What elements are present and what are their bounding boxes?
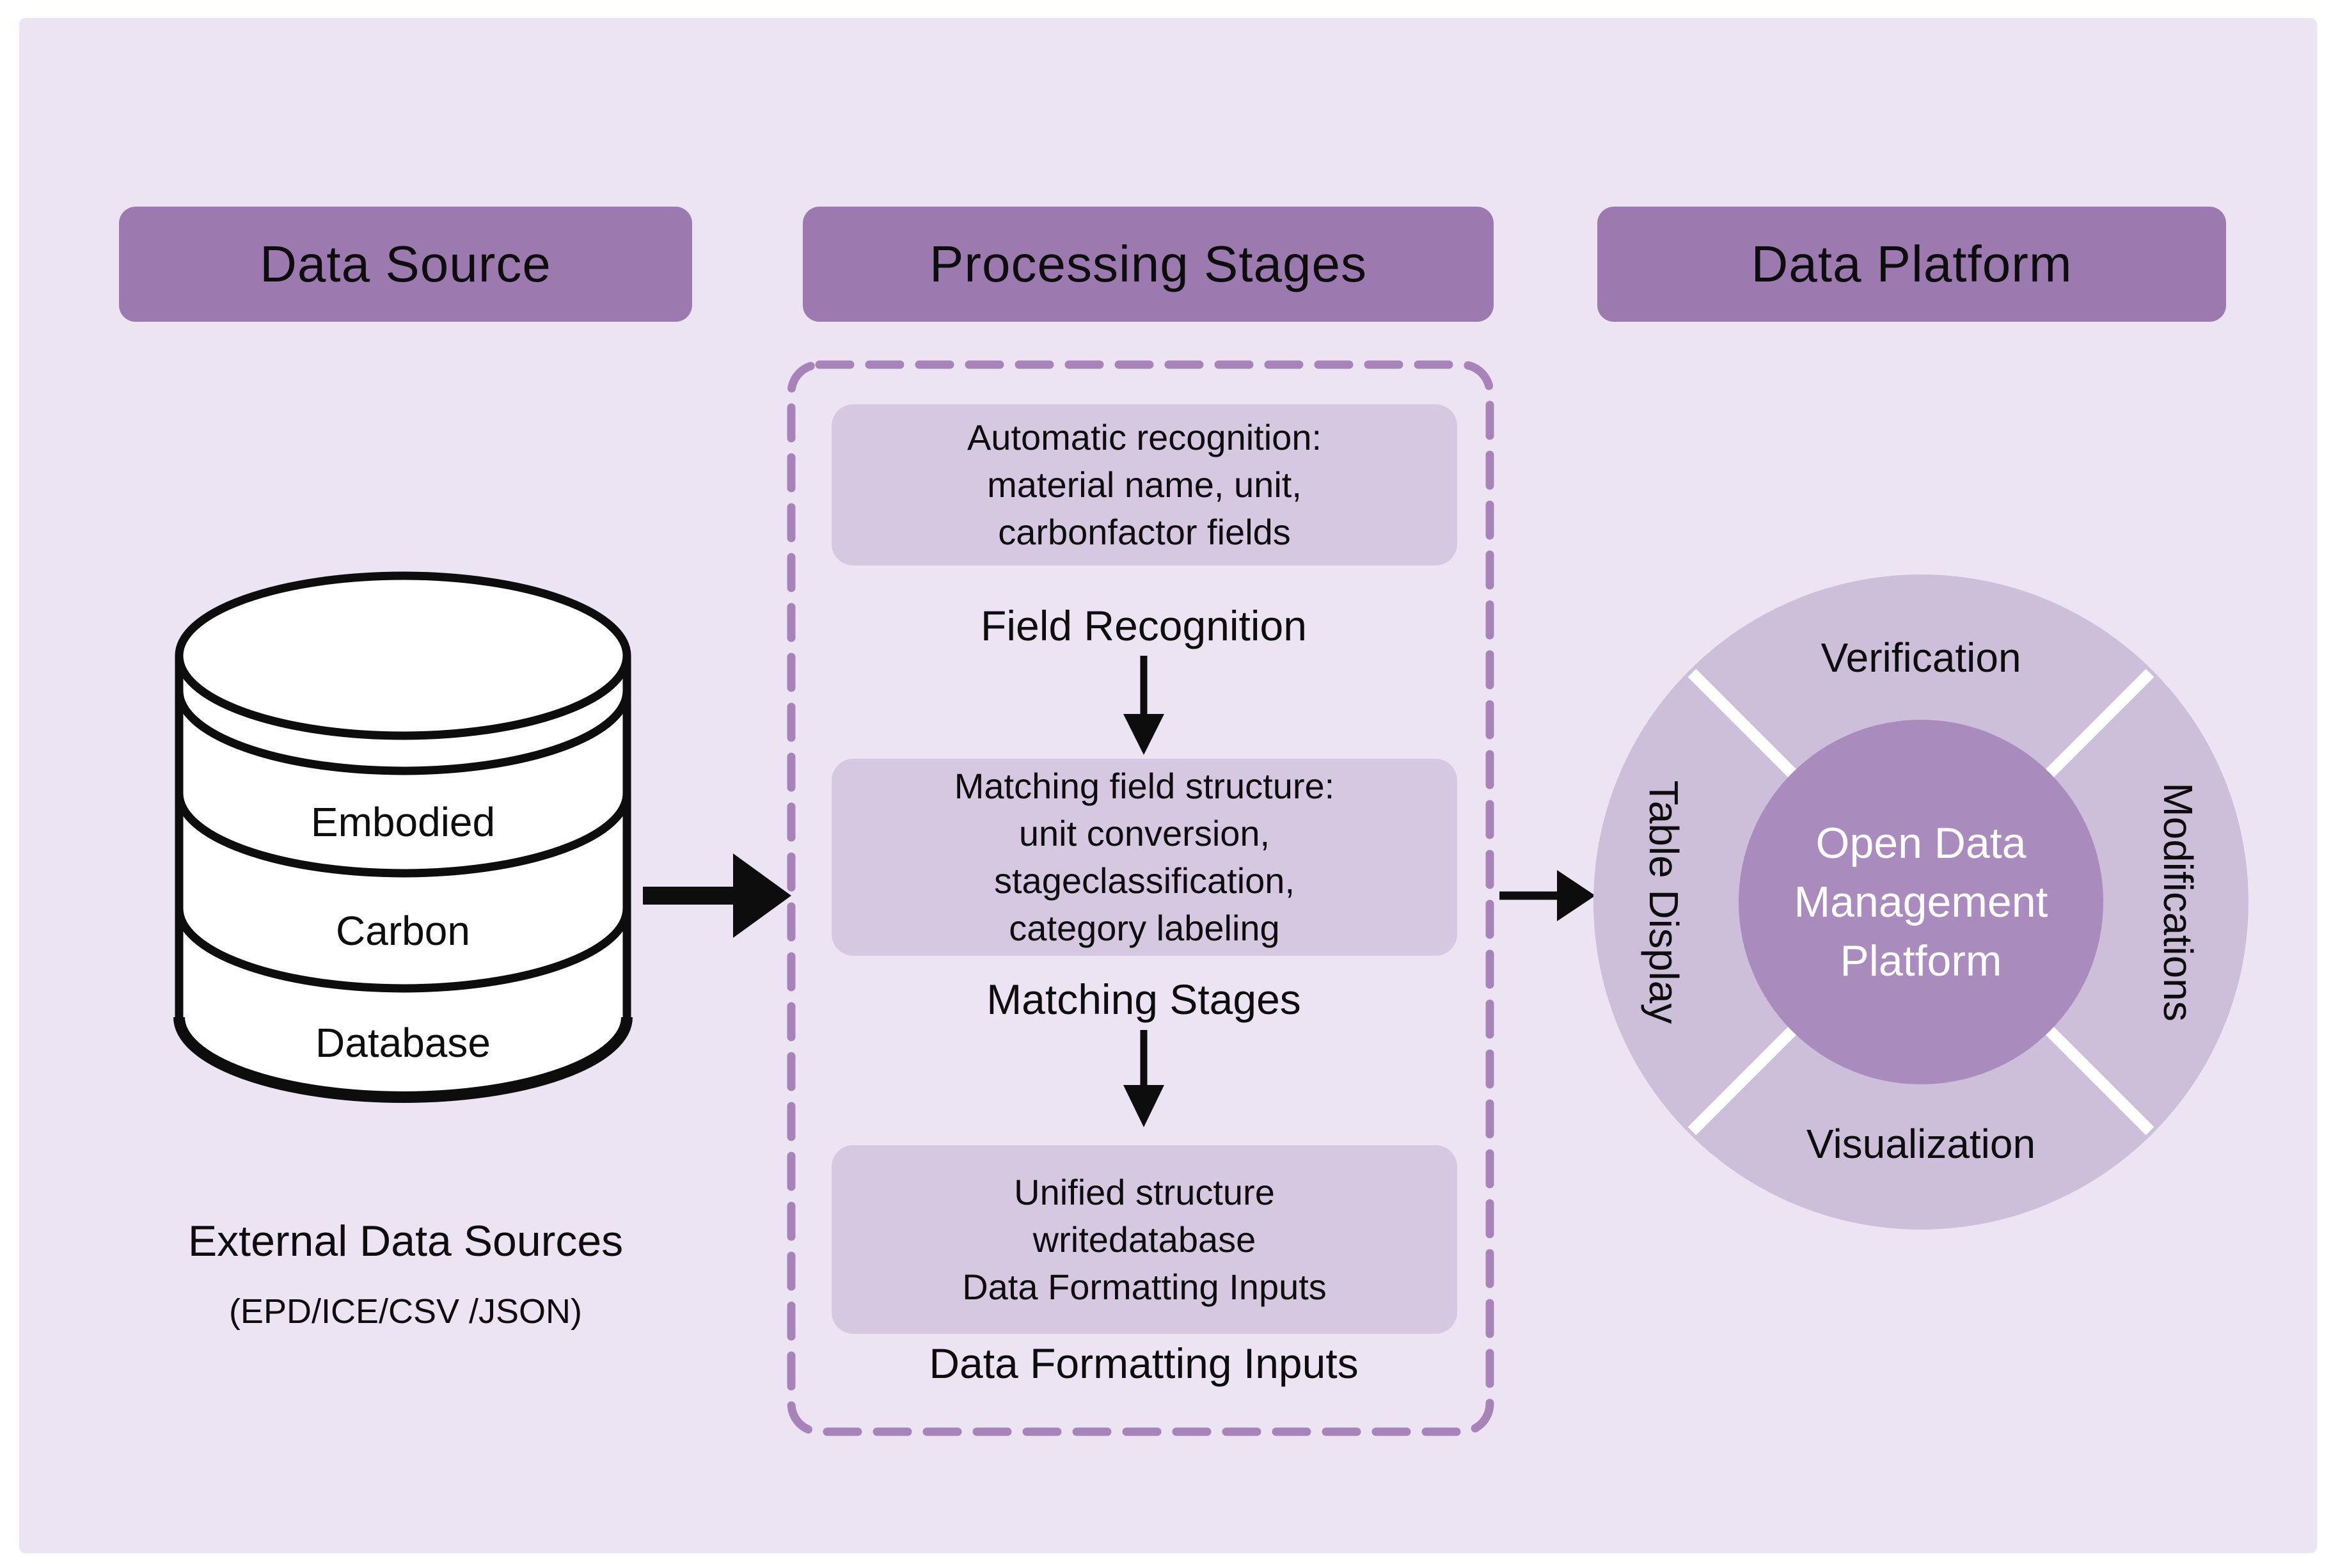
stage-label-field-recognition: Field Recognition [981, 602, 1307, 649]
ring-segment-label-right: Modifications [2155, 782, 2201, 1022]
stage-label-matching-stages: Matching Stages [986, 976, 1301, 1023]
database-cylinder-icon: Embodied Carbon Database [173, 571, 633, 1103]
stage-box-field-recognition: Automatic recognition: material name, un… [832, 404, 1457, 566]
header-data-source-label: Data Source [260, 235, 551, 292]
stage-box-line: writedatabase [1032, 1219, 1256, 1260]
platform-ring: Verification Modifications Visualization… [1593, 574, 2248, 1230]
processing-dashed-container [787, 360, 1494, 1436]
platform-center-label: Platform [1840, 937, 2002, 985]
cylinder-rim-arc [175, 690, 631, 775]
ring-divider [1687, 669, 1804, 785]
stage-box-data-formatting: Unified structure writedatabase Data For… [832, 1145, 1457, 1334]
platform-center-circle [1739, 720, 2103, 1084]
ring-segment-label-left: Table Display [1641, 780, 1687, 1024]
ring-divider [2038, 1019, 2154, 1136]
external-sources-caption-title: External Data Sources [187, 1217, 624, 1265]
stage-box-line: Matching field structure: [954, 766, 1335, 806]
stage-box-matching-stages: Matching field structure: unit conversio… [832, 759, 1457, 956]
stage-box-line: stageclassification, [993, 860, 1295, 901]
stage-box-line: Unified structure [1014, 1171, 1275, 1212]
ring-divider [1687, 1019, 1804, 1136]
stage-box-line: carbonfactor fields [998, 512, 1291, 552]
platform-center-label: Open Data [1816, 819, 2027, 867]
stage-label-data-formatting: Data Formatting Inputs [929, 1340, 1359, 1387]
platform-center-label: Management [1794, 878, 2048, 926]
stage-box-line: Data Formatting Inputs [962, 1266, 1327, 1307]
ring-segment-label-bottom: Visualization [1806, 1121, 2035, 1167]
stage-box-line: Automatic recognition: [967, 417, 1322, 457]
cylinder-top-ellipse [175, 571, 631, 740]
stage-box-line: category labeling [1009, 908, 1280, 948]
stage-box-line: material name, unit, [987, 464, 1302, 505]
cylinder-segment-label: Carbon [336, 908, 470, 954]
flow-arrow-processing-to-platform-icon [1499, 870, 1595, 921]
flow-arrow-source-to-processing-icon [643, 853, 791, 938]
ring-divider [2038, 669, 2154, 785]
ring-segment-label-top: Verification [1821, 635, 2021, 681]
header-data-platform: Data Platform [1597, 207, 2226, 322]
header-data-platform-label: Data Platform [1751, 235, 2073, 292]
header-processing-stages: Processing Stages [803, 207, 1494, 322]
header-processing-stages-label: Processing Stages [929, 235, 1368, 292]
header-data-source: Data Source [119, 207, 692, 322]
cylinder-divider-1 [175, 793, 631, 878]
cylinder-bottom-cap [173, 1017, 633, 1103]
cylinder-segment-label: Database [315, 1020, 491, 1066]
down-arrow-matching-to-formatting-icon [1123, 1030, 1164, 1127]
cylinder-segment-label: Embodied [311, 799, 495, 845]
cylinder-divider-2 [175, 908, 631, 993]
down-arrow-field-to-matching-icon [1123, 656, 1164, 755]
external-sources-caption-formats: (EPD/ICE/CSV /JSON) [228, 1292, 583, 1331]
stage-box-line: unit conversion, [1018, 813, 1270, 853]
